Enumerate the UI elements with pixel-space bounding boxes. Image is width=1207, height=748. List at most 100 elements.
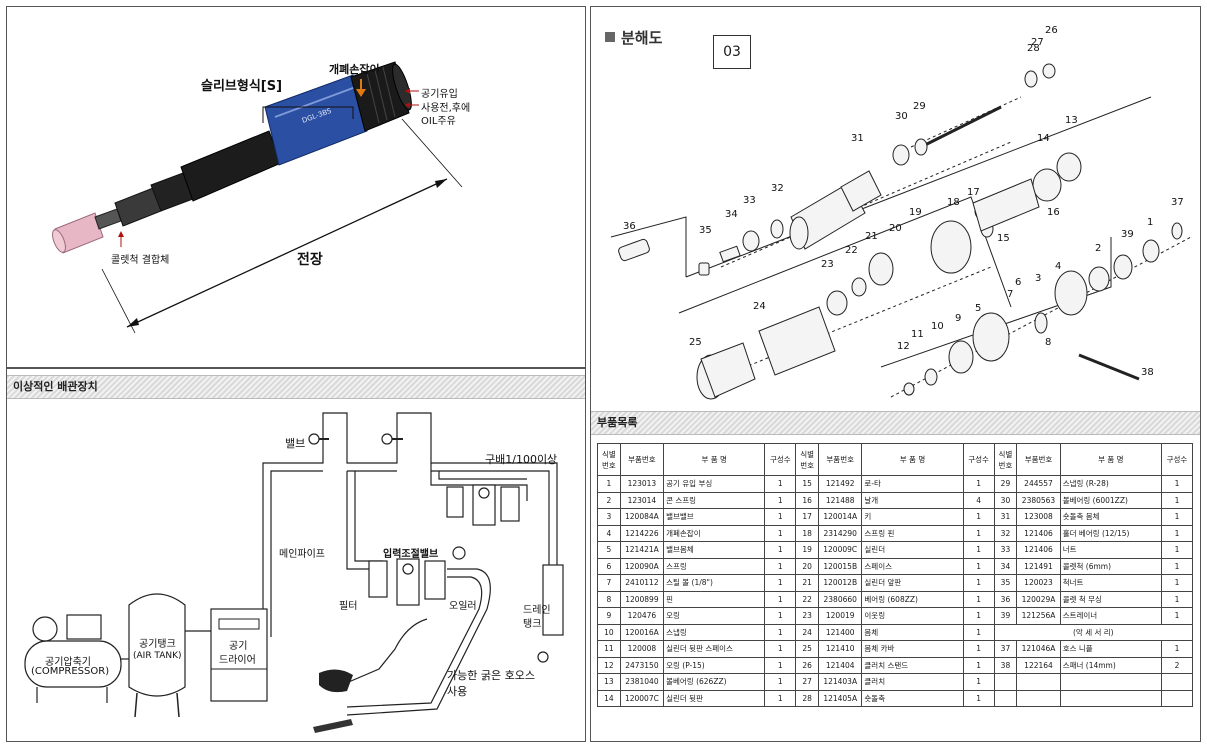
table-cell-no: 23 (795, 607, 820, 625)
valve-icons (308, 433, 549, 663)
table-cell-qty: 1 (764, 590, 797, 608)
air-tank (128, 593, 186, 697)
table-cell-qty: 1 (764, 557, 797, 575)
table-cell-part-no: 120007C (619, 689, 665, 707)
part-number-3: 3 (1035, 273, 1042, 284)
table-cell-part-no: 121403A (818, 673, 863, 691)
table-cell-part-name: 오링 (663, 607, 766, 625)
table-cell-part-no: 121400 (818, 623, 863, 641)
table-cell-no (993, 689, 1018, 707)
table-cell-part-no: 2381040 (619, 673, 665, 691)
table-cell-part-no: 2380563 (1016, 491, 1061, 509)
table-cell-qty: 2 (1160, 656, 1194, 674)
table-cell-qty: 1 (764, 673, 797, 691)
part-number-12: 12 (897, 341, 910, 352)
frame-left (610, 216, 687, 277)
total-length-label: 전장 (297, 252, 323, 268)
table-cell-no: 18 (795, 524, 820, 542)
table-cell-part-name: 홀더 베어링 (12/15) (1059, 524, 1162, 542)
table-cell-part-no: 2314290 (818, 524, 863, 542)
table-cell-part-no: 121406 (1016, 524, 1061, 542)
part-number-30: 30 (895, 111, 908, 122)
table-cell-part-name: 이웃링 (861, 607, 964, 625)
table-cell-part-name: 클러치 (861, 673, 964, 691)
table-cell-qty: 1 (962, 541, 995, 559)
part-number-27: 27 (1031, 37, 1044, 48)
part-number-20: 20 (889, 223, 902, 234)
header-part-name: 부 품 명 (1059, 443, 1162, 476)
table-cell-part-no: 121256A (1016, 607, 1061, 625)
table-cell-no: 11 (597, 640, 621, 658)
table-cell-no: 7 (597, 574, 621, 592)
table-cell-no (993, 673, 1018, 691)
table-cell-qty: 1 (1160, 524, 1194, 542)
part-number-24: 24 (753, 301, 766, 312)
table-cell-part-name: 너트 (1059, 541, 1162, 559)
compressor (24, 614, 129, 703)
table-cell-qty: 1 (962, 689, 995, 707)
table-cell-qty: 1 (1160, 607, 1194, 625)
compressor-label-ko: 공기압축기 (45, 657, 91, 668)
valve-label: 밸브 (285, 437, 306, 450)
table-cell-part-name: 몸체 (861, 623, 964, 641)
table-cell-no: 30 (993, 491, 1018, 509)
table-cell-no: 13 (597, 673, 621, 691)
oil-note-line-1: 사용전,후에 (421, 103, 471, 114)
compressor-label-en: (COMPRESSOR) (31, 666, 110, 677)
frl-unit-bottom (368, 558, 446, 606)
table-cell-no: 5 (597, 541, 621, 559)
exploded-parts (618, 63, 1183, 400)
table-cell-part-no: 121404 (818, 656, 863, 674)
table-cell-part-name: 밸브밸브 (663, 508, 766, 526)
filter-label: 필터 (339, 601, 358, 612)
part-number-4: 4 (1055, 261, 1062, 272)
table-cell-part-name: 스패너 (14mm) (1059, 656, 1162, 674)
table-cell-qty: 1 (764, 491, 797, 509)
table-cell-no: 9 (597, 607, 621, 625)
table-cell-part-no: 2410112 (619, 574, 665, 592)
table-cell-qty: 1 (764, 475, 797, 493)
exploded-drawing (610, 63, 1192, 400)
part-number-15: 15 (997, 233, 1010, 244)
table-cell-part-name: 스트레이너 (1059, 607, 1162, 625)
table-cell-part-no: 121046A (1016, 640, 1061, 658)
table-cell-no: 34 (993, 557, 1018, 575)
drain-tank (542, 564, 564, 636)
table-cell-qty: 1 (962, 640, 995, 658)
table-cell-no: 27 (795, 673, 820, 691)
table-cell-part-no: 123008 (1016, 508, 1061, 526)
part-number-1: 1 (1147, 217, 1154, 228)
table-cell-part-no: 120029A (1016, 590, 1061, 608)
grinding-stone (52, 212, 104, 254)
table-cell-no: 21 (795, 574, 820, 592)
table-cell-part-no: 1200899 (619, 590, 665, 608)
air-inlet-label: 공기유입 (421, 89, 458, 100)
drain-tank-label-2: 탱크 (523, 619, 542, 630)
table-cell-no: 25 (795, 640, 820, 658)
table-cell-part-name: 핀 (663, 590, 766, 608)
table-cell-part-name: 오링 (P-15) (663, 656, 766, 674)
table-cell-no: 17 (795, 508, 820, 526)
table-cell-no: 35 (993, 574, 1018, 592)
parts-list-title: 부품목록 (591, 411, 1200, 435)
table-cell-no: 14 (597, 689, 621, 707)
table-cell-no: 10 (597, 623, 621, 641)
table-cell-qty: 1 (962, 673, 995, 691)
table-cell-qty: 1 (962, 508, 995, 526)
table-cell-qty: 1 (962, 475, 995, 493)
table-cell-part-no: 121406 (1016, 541, 1061, 559)
table-cell-part-no: 120008 (619, 640, 665, 658)
table-cell-part-name: 개폐손잡이 (663, 524, 766, 542)
part-number-29: 29 (913, 101, 926, 112)
dryer-label-1: 공기 (229, 641, 248, 652)
table-cell-qty: 1 (764, 541, 797, 559)
part-number-17: 17 (967, 187, 980, 198)
table-cell-qty (1160, 673, 1194, 691)
table-cell-part-no: 2380660 (818, 590, 863, 608)
part-number-31: 31 (851, 133, 864, 144)
